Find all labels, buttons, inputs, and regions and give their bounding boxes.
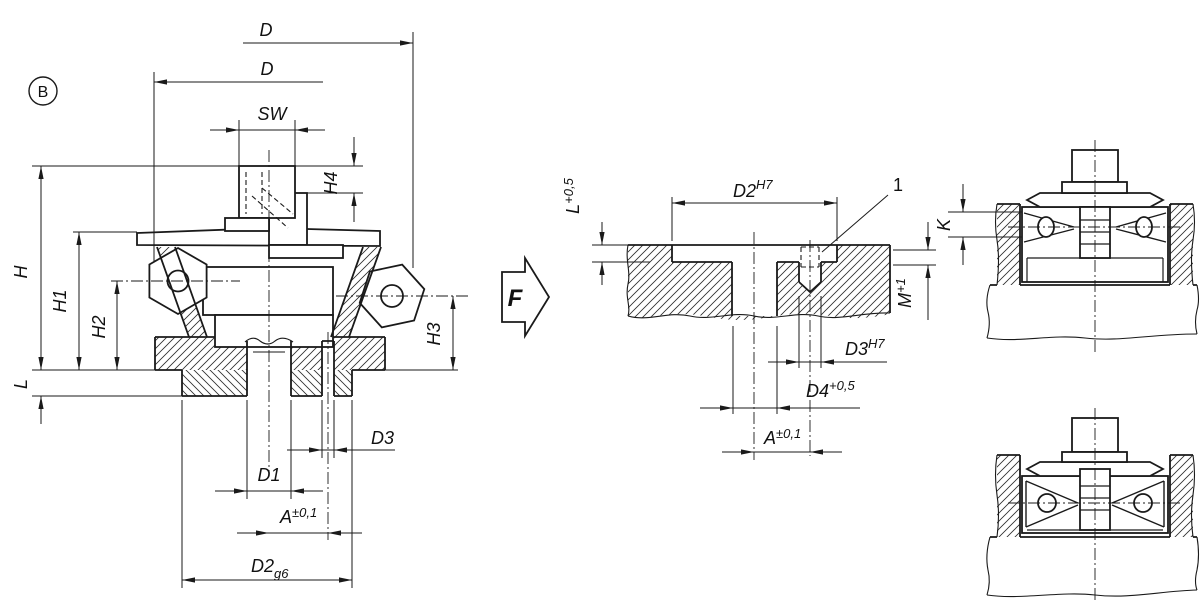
pocket-wall-right-hatch xyxy=(1170,204,1193,285)
section-centerlines xyxy=(753,232,811,460)
left-view-dimensions xyxy=(32,32,454,588)
section-arrowheads xyxy=(599,200,931,455)
item-callout-1: 1 xyxy=(893,175,903,195)
dim-label-k: K xyxy=(934,218,954,231)
stud-collar-left xyxy=(224,217,270,232)
k-arrowheads xyxy=(960,199,966,250)
dim-label-d-lower: D xyxy=(261,59,274,79)
dim-label-d1: D1 xyxy=(257,465,280,485)
dim-label-a: A±0,1 xyxy=(279,505,317,527)
installed-view-top: K xyxy=(934,140,1200,352)
pocket-wall-left-hatch xyxy=(997,204,1020,285)
dim-label-d4-05: D4+0,5 xyxy=(806,378,855,401)
callout-leader xyxy=(821,194,889,253)
dim-label-h: H xyxy=(11,265,31,279)
dim-label-l-05: L+0,5 xyxy=(561,177,583,213)
pocket-wall-left-hatch-b xyxy=(997,455,1020,537)
thread-hidden-lines xyxy=(245,172,294,229)
left-view-outlines xyxy=(154,246,386,397)
f-arrow-shape xyxy=(501,254,551,340)
stud-collar-right xyxy=(268,244,344,259)
mounting-hole-section-view: 1 D2H7 L+0,5 M+1 D3H7 D4+0,5 A±0,1 xyxy=(561,175,936,460)
installed-bottom-centerlines xyxy=(1008,408,1182,600)
set-pin-hidden xyxy=(800,246,820,268)
installed-top-breaks xyxy=(986,203,1200,341)
v-cone-lines-bottom xyxy=(1025,480,1165,528)
k-dimension xyxy=(948,184,1022,265)
dim-label-l: L xyxy=(11,379,31,389)
dim-label-sw: SW xyxy=(258,104,289,124)
left-view-thin-lines xyxy=(32,337,458,397)
clamp-core-upper xyxy=(202,266,334,316)
installed-bottom-outlines xyxy=(990,454,1197,538)
dim-label-h1: H1 xyxy=(50,289,70,312)
left-view-arrowheads xyxy=(38,40,456,583)
stud-collar-bottom-view xyxy=(1061,451,1128,463)
view-marker-circle xyxy=(28,76,58,106)
dim-label-d-upper: D xyxy=(260,20,273,40)
left-section-view: B D D SW H4 H H1 H2 L H3 D3 D1 A±0,1 D2g… xyxy=(11,20,470,588)
view-marker-b: B xyxy=(38,84,49,101)
installed-view-bottom xyxy=(986,408,1200,600)
dim-label-d2-h7: D2H7 xyxy=(733,177,773,201)
view-arrow-label-f: F xyxy=(508,285,524,312)
dim-label-a-section: A±0,1 xyxy=(763,426,801,448)
left-view-centerlines xyxy=(111,150,470,540)
dim-label-d2-g6: D2g6 xyxy=(251,556,289,581)
dim-label-d3: D3 xyxy=(371,428,394,448)
section-outlines xyxy=(628,244,891,316)
view-direction-arrow: F xyxy=(501,254,551,340)
dim-label-h2: H2 xyxy=(89,315,109,338)
stud-collar-top-view xyxy=(1061,181,1128,194)
dim-label-h3: H3 xyxy=(424,322,444,345)
installed-top-centerlines xyxy=(1008,140,1182,352)
section-hatching xyxy=(628,245,890,320)
section-dimensions xyxy=(592,197,936,453)
dim-label-m-1: M+1 xyxy=(893,278,915,308)
dim-label-h4: H4 xyxy=(321,171,341,194)
dim-label-d3-h7: D3H7 xyxy=(845,336,885,359)
pocket-wall-right-hatch-b xyxy=(1170,455,1193,537)
stud-left-variant xyxy=(238,165,296,219)
